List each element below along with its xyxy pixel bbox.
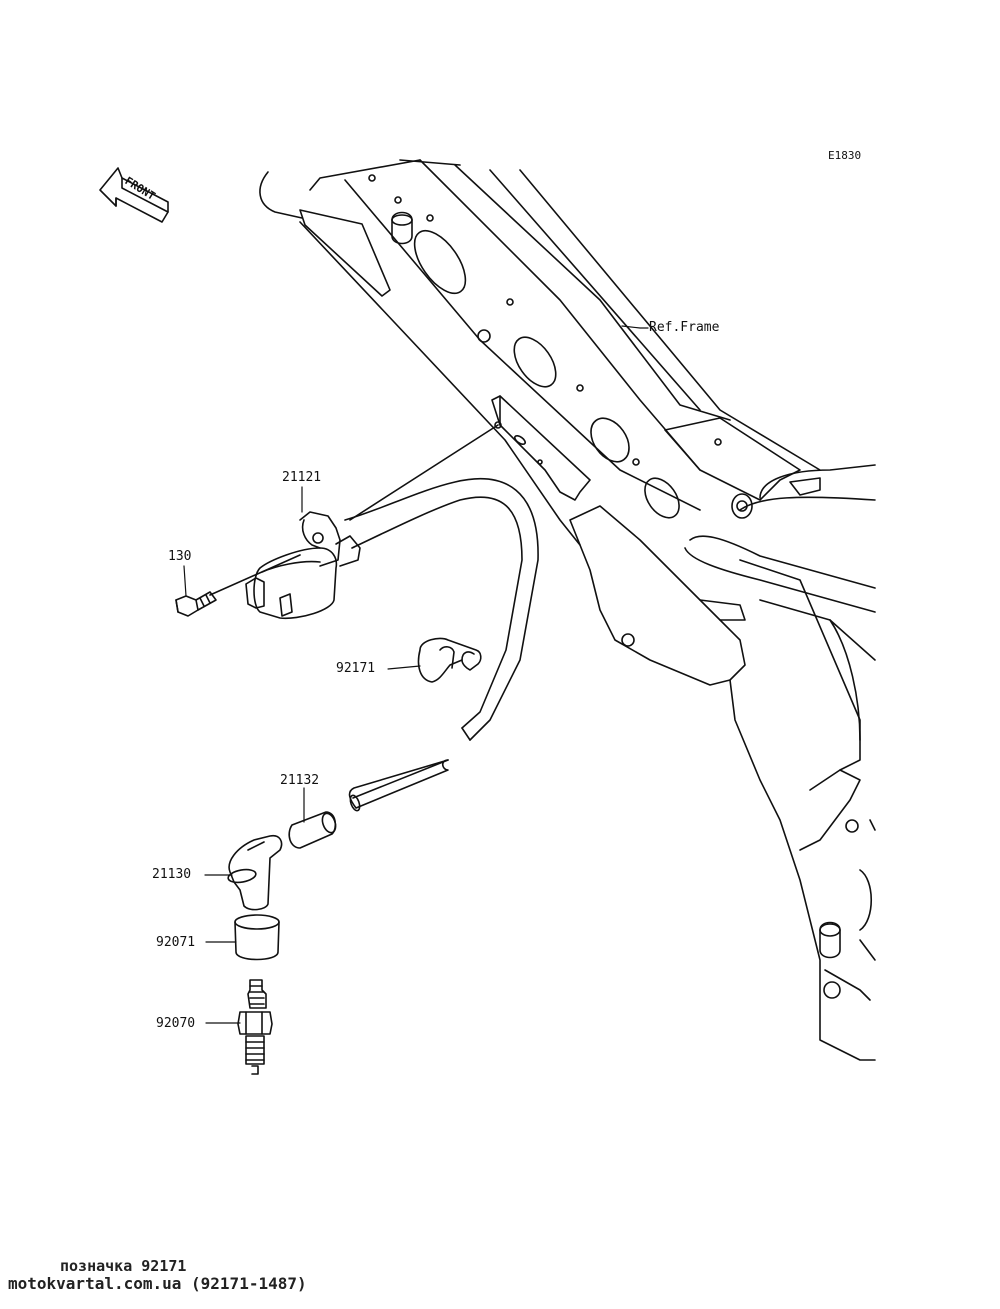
footer-source: motokvartal.com.ua (92171-1487) <box>8 1274 307 1293</box>
callout-21121: 21121 <box>282 470 322 485</box>
bolt-axis-line <box>209 554 301 596</box>
callout-21132: 21132 <box>280 773 320 788</box>
callout-21130: 21130 <box>152 867 192 882</box>
spark-plug-cap <box>227 834 283 911</box>
ht-lead <box>344 477 539 812</box>
wire-clamp <box>417 637 482 683</box>
frame-right-section <box>569 417 876 1061</box>
diagram-code: E1830 <box>828 149 862 162</box>
frame-top-edge <box>519 169 821 471</box>
coil-mount-line <box>349 424 499 521</box>
spark-plug <box>237 979 273 1075</box>
plug-seal <box>234 914 280 961</box>
footer-caption: позначка 92171 <box>60 1257 187 1275</box>
callout-130: 130 <box>168 549 192 564</box>
front-arrow-icon: FRONT <box>99 167 169 223</box>
ignition-coil <box>245 511 361 620</box>
coil-mount-bracket <box>491 395 591 501</box>
callout-92070: 92070 <box>156 1016 196 1031</box>
callout-92171: 92171 <box>336 661 376 676</box>
ref-frame-label: Ref.Frame <box>649 320 720 335</box>
leader-lines <box>183 325 649 1024</box>
callout-92071: 92071 <box>156 935 196 950</box>
lead-joint <box>288 811 337 849</box>
frame-upper-tube <box>259 159 731 546</box>
